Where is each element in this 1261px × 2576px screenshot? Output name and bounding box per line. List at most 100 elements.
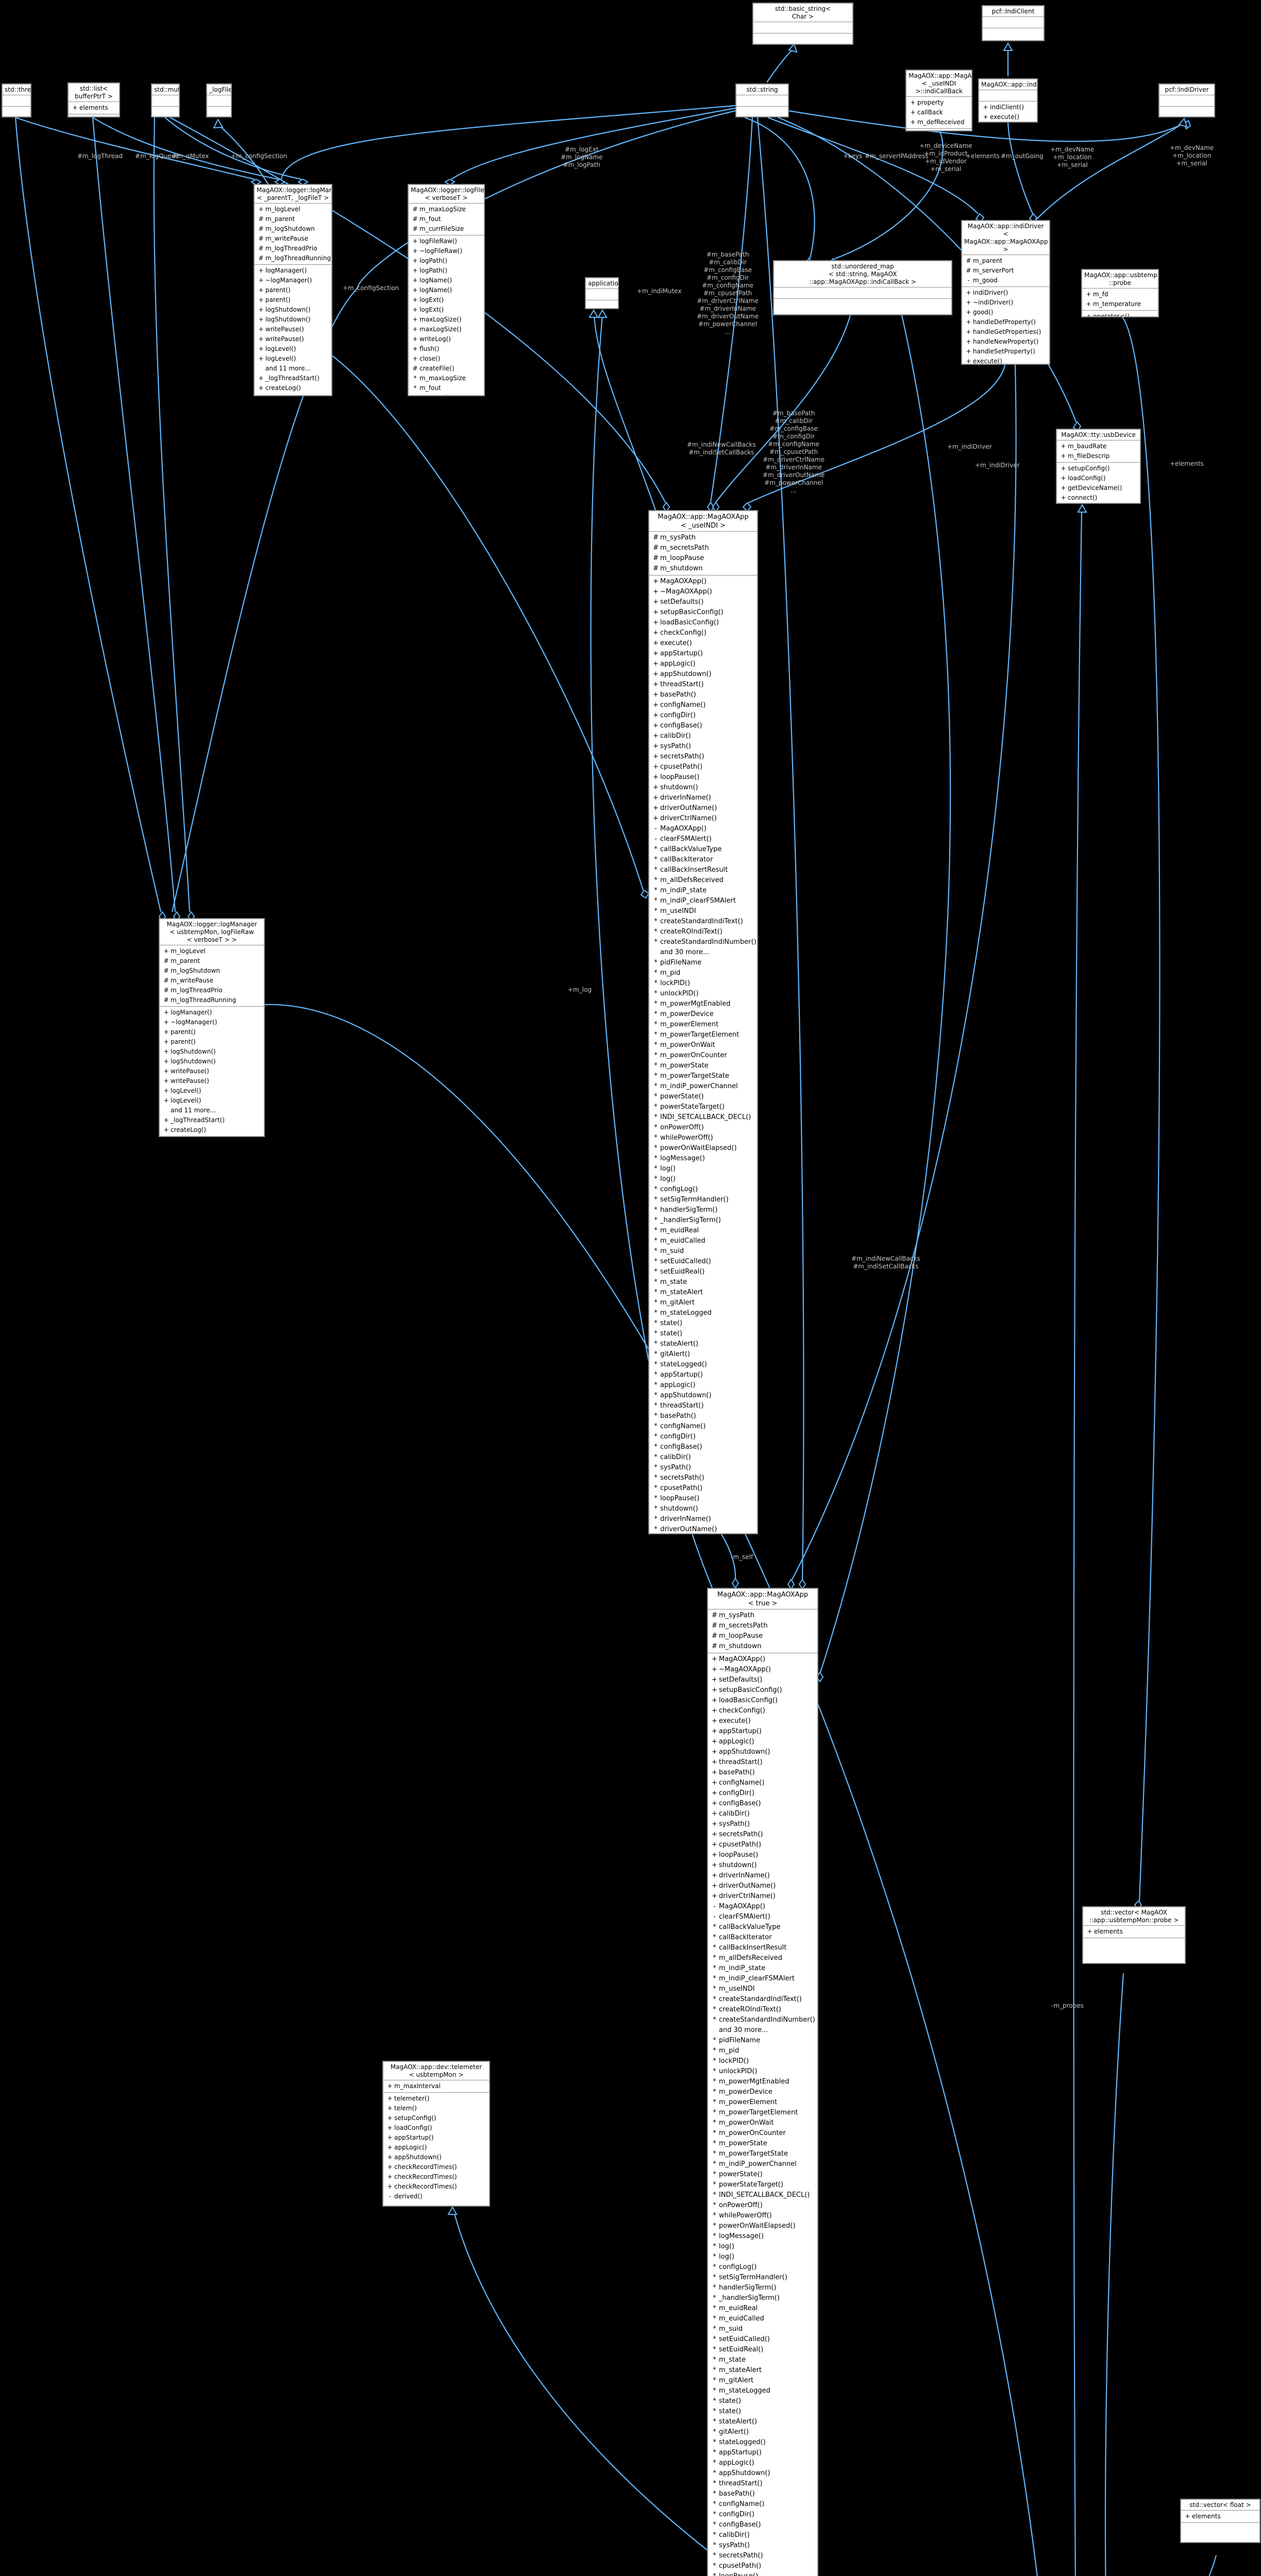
member-row: *onPowerOff()	[654, 1124, 704, 1131]
member-row: *gitAlert()	[713, 2428, 749, 2436]
member-row: +logExt()	[412, 306, 444, 313]
member-section	[152, 107, 179, 116]
member-section: +property+callBack+m_defReceived	[906, 97, 971, 129]
member-row: *powerState()	[713, 2171, 763, 2178]
member-row: -clearFSMAlert()	[713, 1913, 770, 1921]
member-row: *createStandardIndiNumber()	[654, 938, 756, 946]
member-row: *setSigTermHandler()	[713, 2274, 787, 2281]
class-std-string[interactable]: std::string	[735, 83, 789, 117]
member-row: *m_powerOnWait	[713, 2119, 774, 2127]
class-dev-telemeter[interactable]: MagAOX::app::dev::telemeter < usbtempMon…	[382, 2061, 490, 2207]
member-row: #m_writePause	[258, 235, 309, 242]
member-row: +writeLog()	[412, 335, 451, 343]
class-std-unordered-map[interactable]: std::unordered_map < std::string, MagAOX…	[773, 260, 952, 315]
member-row: *unlockPID()	[654, 990, 699, 997]
member-section	[1159, 95, 1214, 107]
edge-label: -m_self	[731, 1553, 753, 1561]
member-row: *m_euidCalled	[654, 1237, 705, 1245]
member-row: *handlerSigTerm()	[713, 2284, 777, 2292]
member-row: +logExt()	[412, 296, 444, 303]
member-row: +appShutdown()	[712, 1748, 770, 1756]
class-logfilet[interactable]: _logFileT	[206, 83, 232, 117]
member-row: +basePath()	[653, 691, 696, 699]
class-usbtempmon-probe[interactable]: MagAOX::app::usbtempMon ::probe+m_fd+m_t…	[1081, 269, 1159, 317]
member-row: #m_logShutdown	[163, 967, 220, 974]
member-row: *m_useINDI	[713, 1985, 755, 1993]
member-section	[1159, 107, 1214, 116]
member-section: +logManager()+~logManager()+parent()+par…	[160, 1007, 264, 1136]
member-row: +secretsPath()	[712, 1831, 763, 1838]
member-row: +handleDefProperty()	[966, 318, 1036, 326]
member-section: +indiClient()+execute()	[979, 101, 1037, 122]
class-logfileraw[interactable]: MagAOX::logger::logFileRaw < verboseT >#…	[408, 184, 485, 396]
member-row: *stateAlert()	[654, 1340, 699, 1348]
member-section	[983, 17, 1044, 28]
member-row: +createLog()	[160, 1135, 264, 1136]
class-std-mutex[interactable]: std::mutex	[151, 83, 180, 117]
class-magaox-indiclient[interactable]: MagAOX::app::indiClient+indiClient()+exe…	[978, 78, 1038, 123]
member-row: *callBackIterator	[713, 1934, 772, 1941]
member-row: +execute()	[983, 113, 1019, 121]
class-title: MagAOX::app::MagAOXApp < _useINDI >	[649, 511, 757, 532]
class-application[interactable]: application	[585, 277, 619, 309]
class-logmanager-usbtempmon[interactable]: MagAOX::logger::logManager < usbtempMon,…	[159, 918, 265, 1137]
member-row: *INDI_SETCALLBACK_DECL()	[654, 1113, 751, 1121]
member-row: +telemeter()	[387, 2095, 430, 2102]
member-section	[586, 300, 618, 308]
member-row: +calibDir()	[712, 1810, 750, 1818]
class-std-basic-string[interactable]: std::basic_string< Char >	[752, 3, 853, 45]
member-row: *m_powerTargetElement	[654, 1031, 739, 1039]
class-std-thread[interactable]: std::thread	[2, 83, 31, 117]
member-row: *calibDir()	[654, 1453, 691, 1461]
member-row: *createStandardIndiText()	[654, 918, 743, 925]
edge-label: #m_outGoing	[1001, 152, 1044, 160]
member-row: *driverInName()	[654, 1515, 711, 1523]
class-magaox-indidriver[interactable]: MagAOX::app::indiDriver < MagAOX::app::M…	[961, 220, 1050, 365]
member-section: +logManager()+~logManager()+parent()+par…	[255, 265, 331, 395]
member-section	[69, 114, 119, 116]
member-row: *loopPause()	[654, 1495, 700, 1502]
member-row: *createROIndiText()	[713, 2006, 781, 2013]
class-pcf-indidriver[interactable]: pcf::IndiDriver	[1158, 83, 1215, 117]
class-title: MagAOX::tty::usbDevice	[1057, 430, 1140, 440]
class-title: _logFileT	[207, 84, 231, 95]
class-title: std::mutex	[152, 84, 179, 95]
member-section	[586, 289, 618, 300]
member-section	[3, 95, 30, 107]
member-row: *appLogic()	[713, 2459, 754, 2467]
member-row: *m_indiP_clearFSMAlert	[713, 1975, 795, 1982]
class-std-vector-probe[interactable]: std::vector< MagAOX ::app::usbtempMon::p…	[1082, 1906, 1186, 1964]
member-row: #m_serverPort	[966, 267, 1014, 274]
member-row: *secretsPath()	[713, 2552, 763, 2560]
member-row: *log()	[713, 2243, 734, 2250]
member-row: *configBase()	[713, 2521, 761, 2529]
member-row: +configName()	[712, 1779, 765, 1787]
member-section	[152, 95, 179, 107]
member-row: +checkConfig()	[653, 629, 707, 637]
member-row: *setEuidReal()	[713, 2346, 764, 2353]
member-row: *m_powerState	[713, 2140, 767, 2147]
member-row: +close()	[412, 355, 441, 362]
member-row: +m_maxInterval	[387, 2082, 441, 2090]
class-pcf-indiclient[interactable]: pcf::IndiClient	[982, 5, 1045, 41]
class-std-vector-float[interactable]: std::vector< float >+elements	[1180, 2499, 1260, 2543]
member-row: -MagAOXApp()	[713, 1903, 765, 1910]
member-row: +loadBasicConfig()	[712, 1697, 778, 1704]
member-row: #m_sysPath	[653, 534, 696, 541]
member-row: +writePause()	[163, 1067, 209, 1075]
member-row: +logShutdown()	[258, 306, 311, 313]
member-row: #m_maxLogSize	[412, 206, 466, 213]
class-magaoxapp-true[interactable]: MagAOX::app::MagAOXApp < true >#m_sysPat…	[707, 1588, 818, 2576]
member-row: +driverOutName()	[712, 1882, 776, 1890]
class-magaoxapp-useindi[interactable]: MagAOX::app::MagAOXApp < _useINDI >#m_sy…	[648, 510, 758, 1534]
class-magaoxapp-indicallback[interactable]: MagAOX::app::MagAOXApp < _useINDI >::ind…	[905, 70, 972, 131]
class-logmanager-generic[interactable]: MagAOX::logger::logManager < _parentT, _…	[254, 184, 332, 396]
class-tty-usbdevice[interactable]: MagAOX::tty::usbDevice+m_baudRate+m_file…	[1056, 429, 1141, 504]
member-row: *m_suid	[654, 1247, 684, 1255]
class-std-list-bufferptrt[interactable]: std::list< bufferPtrT >+elements	[68, 82, 120, 117]
edge-label: +m_log	[568, 986, 592, 993]
member-row: #m_secretsPath	[653, 544, 709, 552]
member-section	[979, 90, 1037, 101]
member-row: +driverInName()	[653, 794, 711, 802]
